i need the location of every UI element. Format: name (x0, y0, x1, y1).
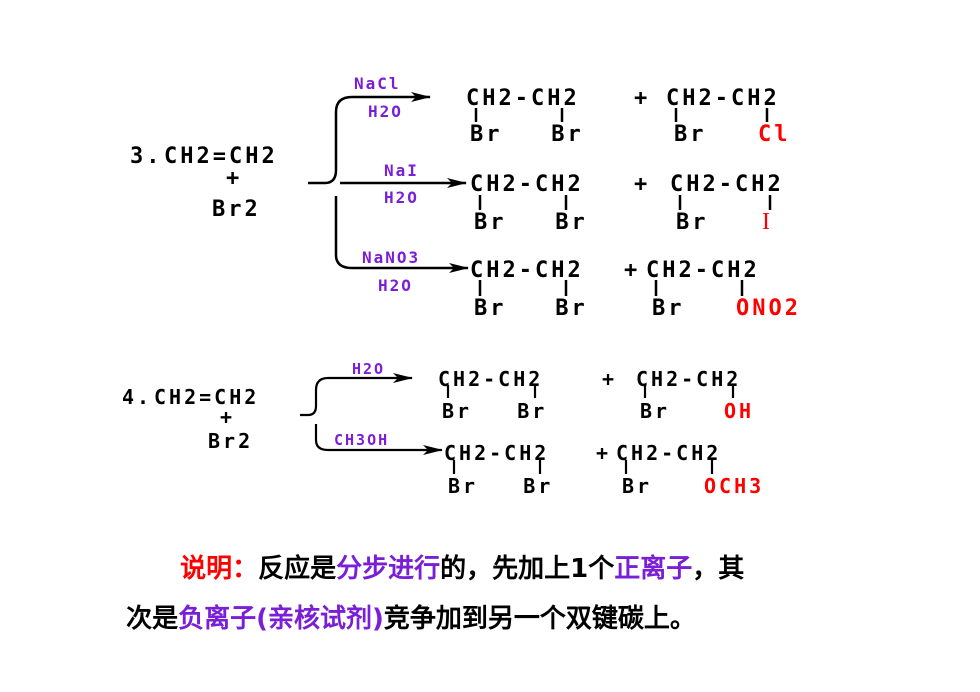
r3-product-1b-sub: Br (674, 122, 707, 147)
r4-plus-2: + (596, 441, 612, 465)
r3-bonds (474, 108, 772, 296)
r3-product-1b: CH2-CH2 (666, 86, 780, 111)
r4-ethylene: CH2=CH2 (154, 385, 260, 409)
r4-product-1b-sub: Br (640, 399, 671, 423)
r3-product-2b: CH2-CH2 (670, 172, 784, 197)
r3-product-3a: CH2-CH2 (470, 258, 584, 283)
r4-reagent-1: H2O (352, 360, 386, 378)
r3-reagent-2: NaI (384, 161, 419, 180)
r4-product-1a-sub: Br Br (442, 399, 548, 423)
r4-product-2b: CH2-CH2 (616, 441, 722, 465)
r3-solvent-2: H2O (384, 188, 419, 207)
note-text-4: 次是 (126, 604, 179, 634)
note-highlight-2: 正离子 (614, 554, 693, 584)
r3-product-2b-nu: I (762, 209, 770, 235)
r3-label: 3. (130, 144, 163, 169)
r3-solvent-3: H2O (378, 276, 413, 295)
r3-product-2a-sub: Br Br (474, 210, 588, 235)
note-text-3: ，其 (692, 554, 745, 584)
r3-product-3b: CH2-CH2 (646, 258, 760, 283)
r3-product-2b-sub: Br (676, 210, 709, 235)
note-text-1: 反应是 (258, 554, 337, 584)
note-heading: 说明： (180, 554, 259, 584)
r3-product-1a: CH2-CH2 (466, 86, 580, 111)
r3-ethylene: CH2=CH2 (164, 144, 278, 169)
r4-brace (300, 376, 329, 452)
r3-plus: + (226, 166, 243, 191)
r3-solvent-1: H2O (368, 102, 403, 121)
note-line-2: 次是负离子(亲核试剂)竞争加到另一个双键碳上。 (108, 580, 696, 632)
r3-product-3b-sub: Br (652, 296, 685, 321)
note-text-2: 的，先加上1个 (440, 554, 615, 584)
r3-product-1b-nu: Cl (758, 122, 791, 147)
note-text-5: 竞争加到另一个双键碳上。 (383, 604, 696, 634)
r3-brace (308, 95, 353, 270)
r3-bromine: Br2 (212, 197, 261, 222)
r3-plus-3: + (624, 258, 641, 283)
r4-product-1b-nu: OH (724, 399, 755, 423)
r3-plus-1: + (634, 86, 651, 111)
r4-label: 4. (122, 385, 153, 409)
r4-product-1b: CH2-CH2 (636, 367, 742, 391)
r4-plus: + (220, 405, 236, 429)
r3-product-2a: CH2-CH2 (470, 172, 584, 197)
r4-product-2a-sub: Br Br (448, 474, 554, 498)
r4-product-2b-sub: Br (622, 474, 653, 498)
r4-product-2a: CH2-CH2 (444, 441, 550, 465)
note-highlight-1: 分步进行 (336, 554, 441, 584)
r4-bromine: Br2 (208, 429, 254, 453)
note-highlight-3: 负离子(亲核试剂) (178, 604, 384, 634)
r3-product-3a-sub: Br Br (474, 296, 588, 321)
r3-reagent-3: NaNO3 (362, 248, 421, 267)
r4-product-1a: CH2-CH2 (438, 367, 544, 391)
r3-reagent-1: NaCl (354, 74, 401, 93)
note-line-1: 说明：反应是分步进行的，先加上1个正离子，其 (162, 530, 744, 582)
r4-bonds (446, 385, 735, 474)
r3-plus-2: + (634, 172, 651, 197)
r4-product-2b-nu: OCH3 (704, 474, 765, 498)
r3-product-3b-nu: ONO2 (736, 296, 801, 321)
r3-product-1a-sub: Br Br (470, 122, 584, 147)
r4-reagent-2: CH3OH (334, 431, 390, 449)
r4-plus-1: + (602, 367, 618, 391)
